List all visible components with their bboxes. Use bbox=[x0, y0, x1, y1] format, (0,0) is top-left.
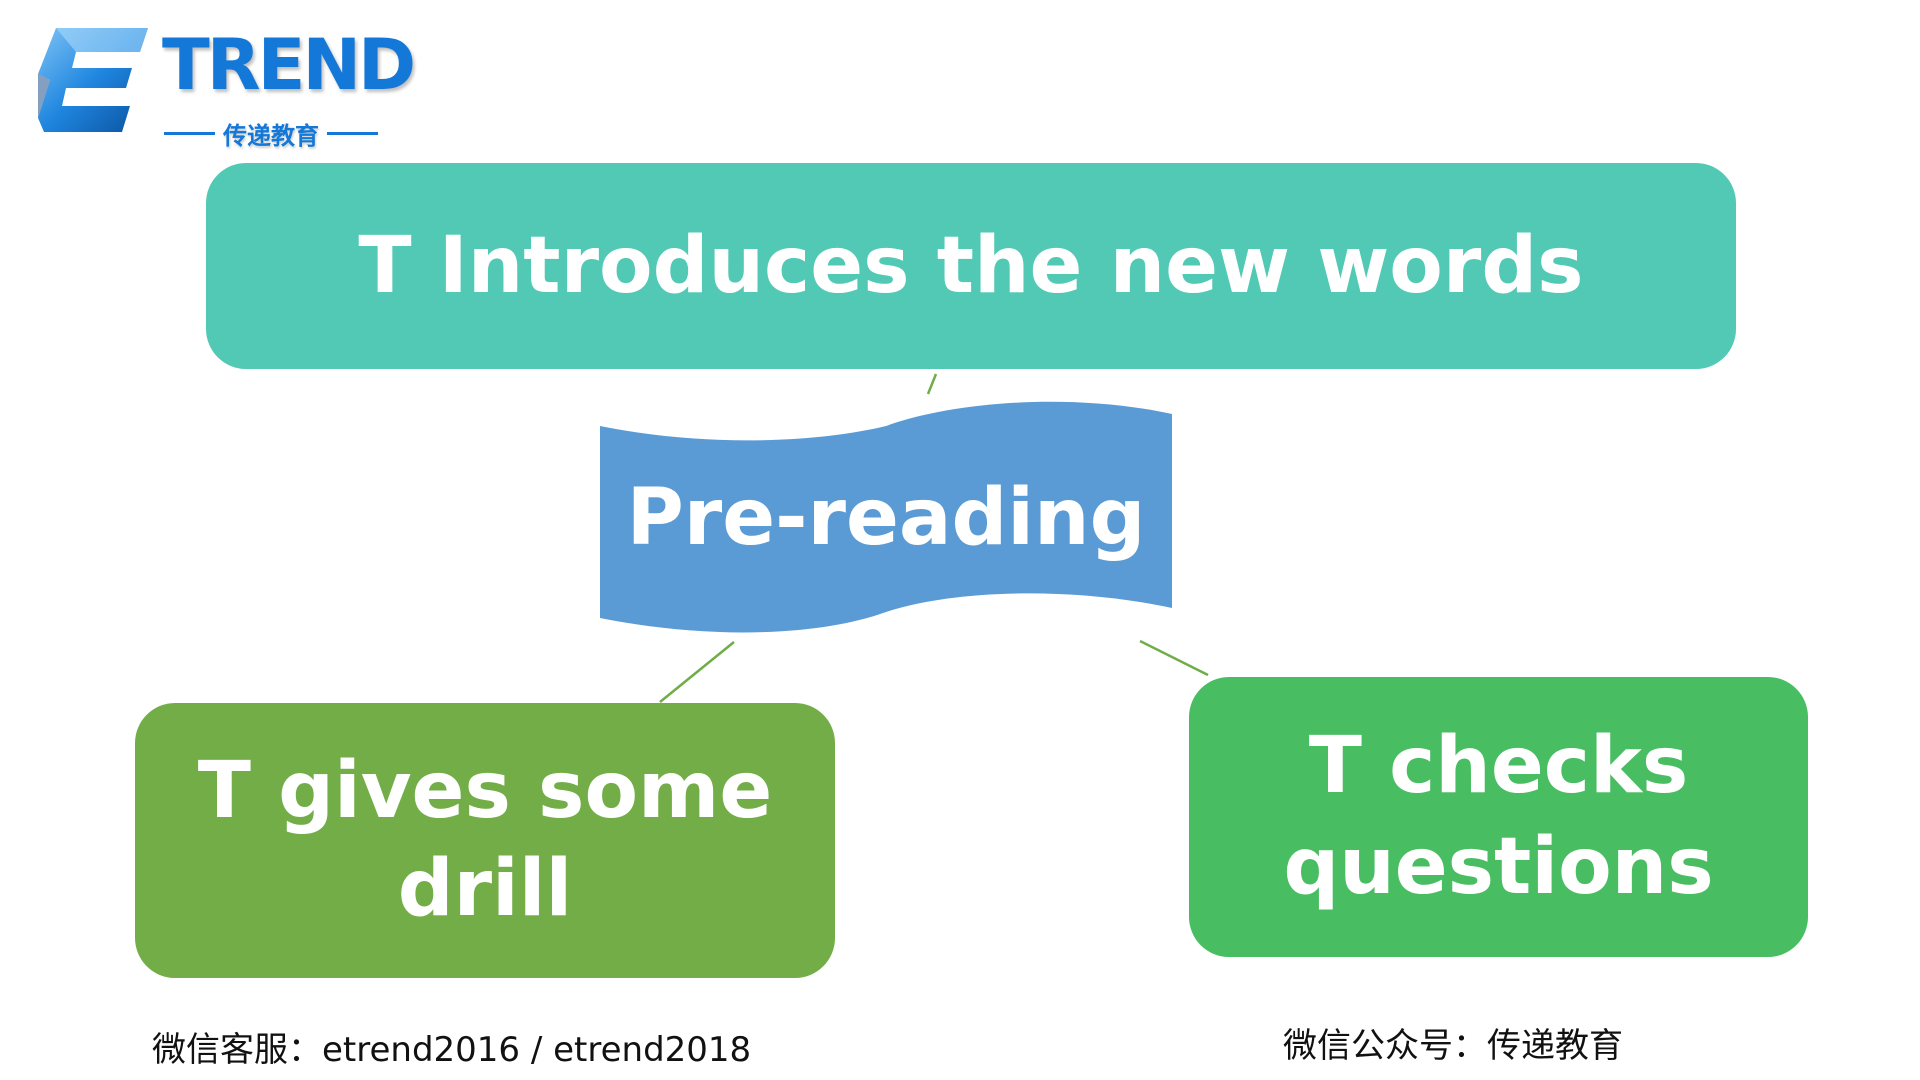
footer-wechat-service: 微信客服：etrend2016 / etrend2018 bbox=[152, 1030, 752, 1070]
node-introduce-label: T Introduces the new words bbox=[358, 221, 1584, 311]
node-introduce-new-words: T Introduces the new words bbox=[206, 163, 1736, 369]
node-drill-label: T gives some drill bbox=[158, 743, 812, 938]
logo-subtitle-row: 传递教育 bbox=[164, 118, 378, 150]
wave-banner-shape bbox=[600, 401, 1172, 633]
logo-rule-right bbox=[327, 131, 378, 135]
connector-top bbox=[926, 373, 938, 395]
connector-left bbox=[659, 641, 735, 703]
etrend-logo: TREND 传递教育 bbox=[36, 22, 416, 152]
node-drill-line-1: T gives some bbox=[197, 746, 773, 836]
node-checks-label: T checks questions bbox=[1243, 716, 1753, 919]
footer-wechat-account: 微信公众号：传递教育 bbox=[1283, 1026, 1623, 1066]
node-checks-questions: T checks questions bbox=[1189, 677, 1808, 957]
node-drill-line-2: drill bbox=[397, 843, 573, 934]
node-gives-drill: T gives some drill bbox=[135, 703, 835, 978]
e-letter-logo-icon bbox=[38, 28, 148, 132]
node-checks-line-1: T checks bbox=[1308, 720, 1689, 811]
logo-rule-left bbox=[164, 131, 215, 135]
center-node-label: Pre-reading bbox=[626, 473, 1146, 563]
connector-right bbox=[1139, 639, 1209, 677]
logo-subtitle: 传递教育 bbox=[223, 121, 319, 150]
logo-wordmark: TREND bbox=[162, 24, 416, 106]
center-node-pre-reading: Pre-reading bbox=[600, 396, 1172, 640]
node-checks-line-2: questions bbox=[1283, 822, 1714, 912]
